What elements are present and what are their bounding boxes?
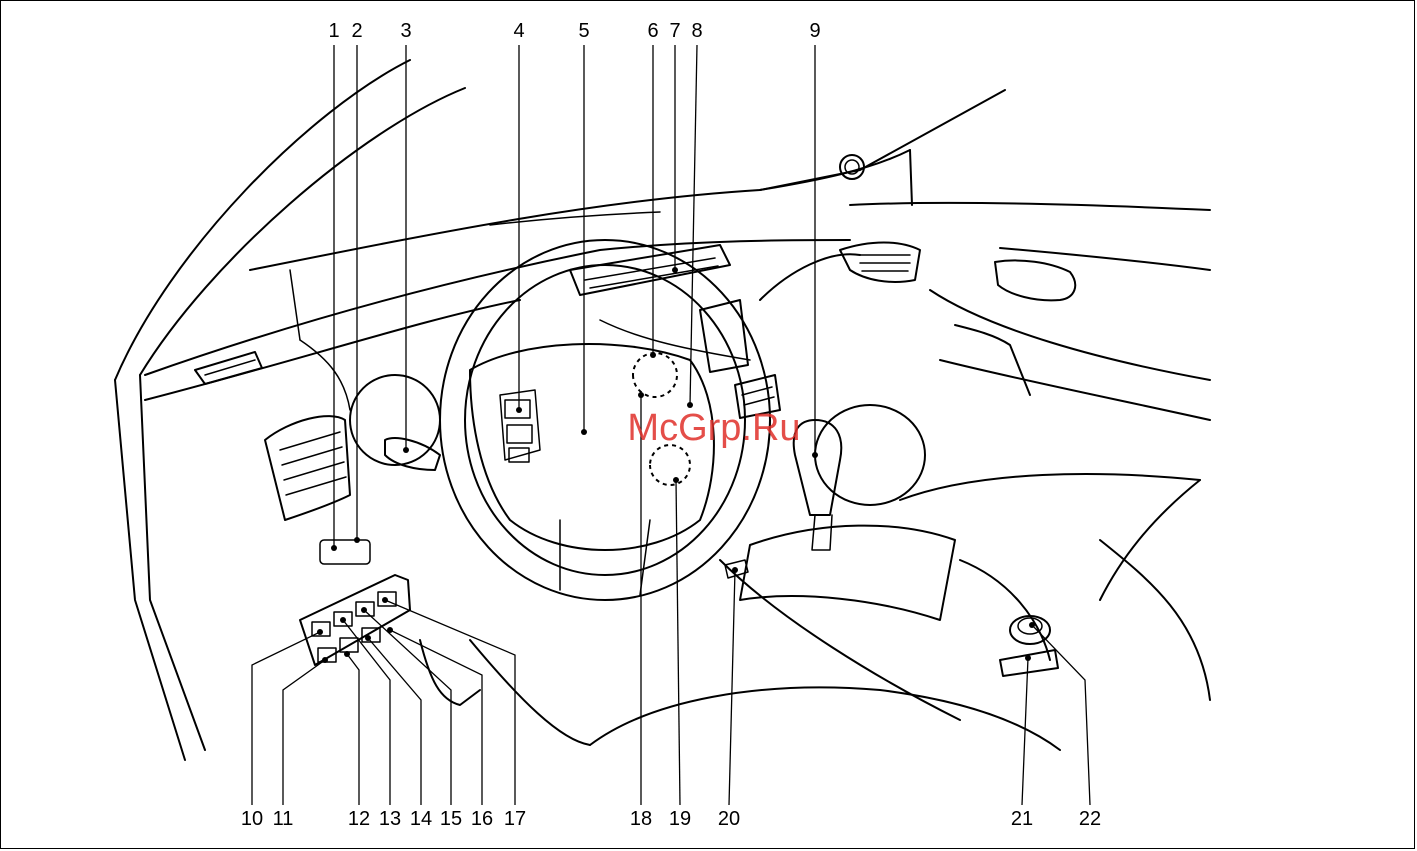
label-15: 15 [440,808,462,830]
passenger-dash [760,254,1200,600]
combination-switch [350,375,440,470]
label-7: 7 [669,20,680,42]
label-21: 21 [1011,808,1033,830]
label-2: 2 [351,20,362,42]
label-17: 17 [504,808,526,830]
label-4: 4 [513,20,524,42]
dashboard-top [145,212,850,410]
label-16: 16 [471,808,493,830]
top-leader-lines [331,45,818,551]
label-5: 5 [578,20,589,42]
label-20: 20 [718,808,740,830]
windshield-base [250,90,1210,270]
label-8: 8 [691,20,702,42]
right-vent [840,243,920,282]
label-9: 9 [809,20,820,42]
label-19: 19 [669,808,691,830]
label-3: 3 [400,20,411,42]
watermark-text: McGrp.Ru [627,407,800,449]
driver-seat [420,540,1210,750]
label-6: 6 [647,20,658,42]
label-10: 10 [241,808,263,830]
label-13: 13 [379,808,401,830]
lower-switch-panel [300,540,410,665]
label-18: 18 [630,808,652,830]
label-12: 12 [348,808,370,830]
label-11: 11 [273,808,294,830]
left-vent [265,416,350,520]
label-1: 1 [328,20,339,42]
label-22: 22 [1079,808,1101,830]
label-14: 14 [410,808,432,830]
door-panel [930,260,1210,420]
